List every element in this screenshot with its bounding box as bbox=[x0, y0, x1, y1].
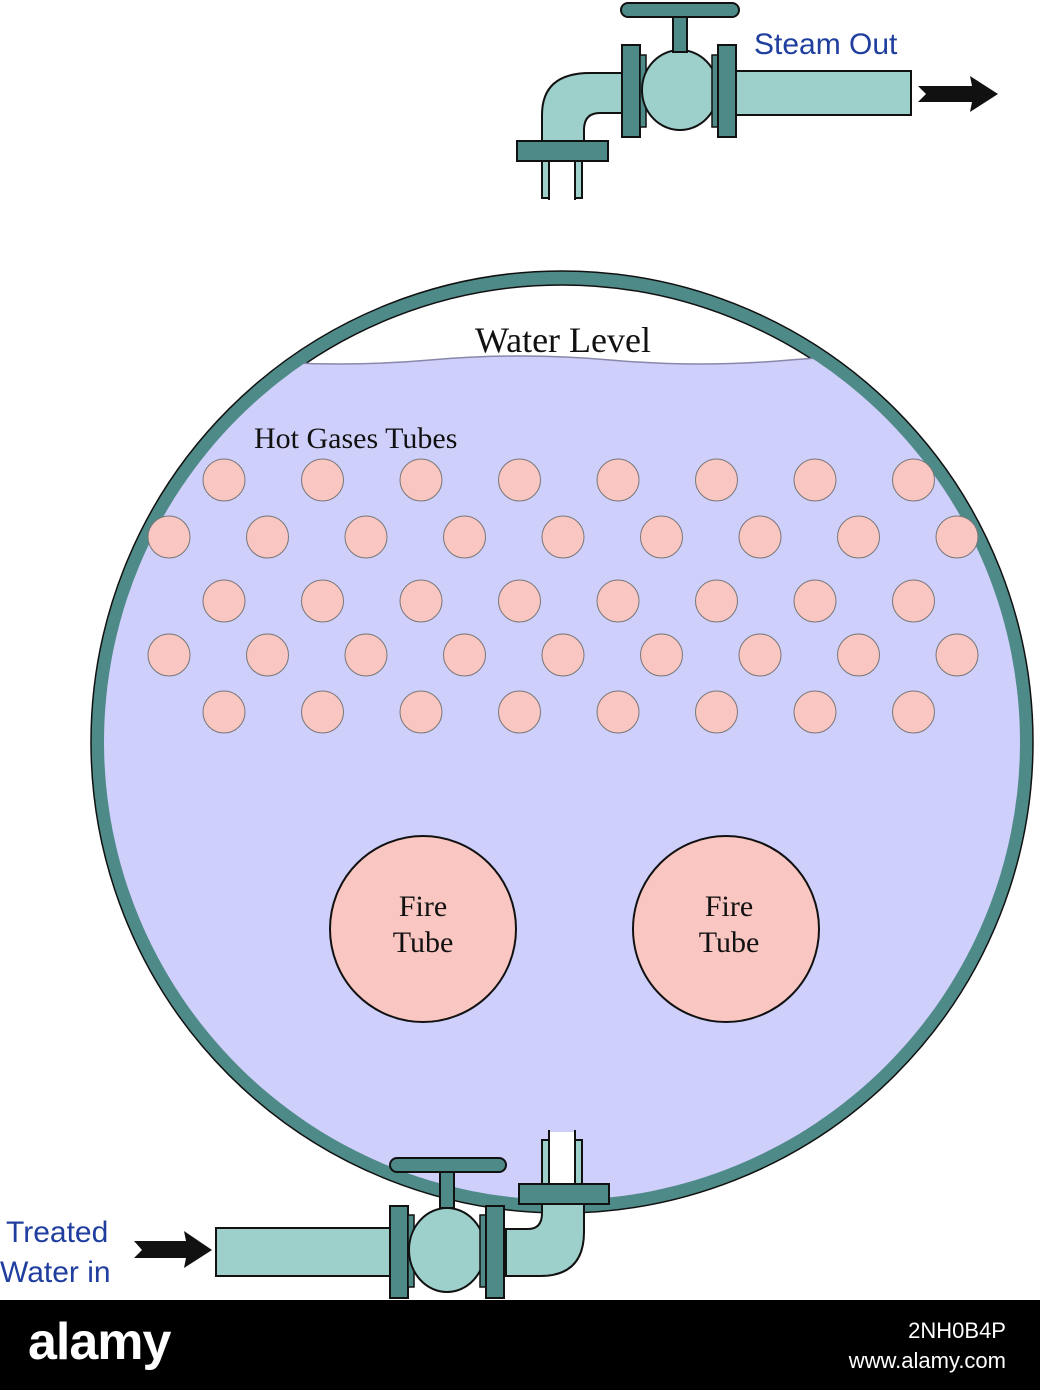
hot-gas-tube bbox=[498, 690, 541, 734]
top-elbow bbox=[541, 72, 623, 142]
hot-gas-tube bbox=[935, 633, 979, 677]
bottom-valve-handle bbox=[389, 1157, 507, 1173]
top-valve-flange-right bbox=[717, 44, 737, 138]
hot-gas-tube bbox=[695, 458, 738, 502]
hot-gas-tube bbox=[399, 458, 443, 502]
hot-gas-tube bbox=[498, 458, 541, 502]
top-valve-flange-left bbox=[621, 44, 641, 138]
treated-water-arrow bbox=[134, 1231, 212, 1268]
bottom-flange bbox=[518, 1183, 610, 1205]
steam-outlet-pipe bbox=[735, 70, 912, 116]
hot-gas-tube bbox=[443, 515, 486, 559]
hot-gas-tube bbox=[498, 579, 541, 623]
fire-tube-left-label-1: Fire bbox=[399, 890, 447, 923]
steam-out-arrow bbox=[918, 76, 998, 112]
hot-gas-tube bbox=[344, 515, 388, 559]
hot-gas-tube bbox=[793, 458, 837, 502]
hot-gas-tube bbox=[892, 579, 935, 623]
footer-image-info: 2NH0B4P www.alamy.com bbox=[849, 1316, 1006, 1376]
hot-gases-tubes-label: Hot Gases Tubes bbox=[254, 422, 457, 455]
water-level-label: Water Level bbox=[475, 320, 651, 360]
hot-gas-tube bbox=[399, 690, 443, 734]
bottom-valve-stem bbox=[439, 1167, 455, 1209]
fire-tube-right: Fire Tube bbox=[632, 835, 820, 1023]
hot-gas-tube bbox=[793, 579, 837, 623]
hot-gas-tube bbox=[246, 633, 289, 677]
fire-tube-left-label-2: Tube bbox=[393, 926, 454, 959]
hot-gas-tube bbox=[301, 690, 344, 734]
hot-gas-tube bbox=[344, 633, 388, 677]
feedwater-inlet-pipe bbox=[215, 1227, 391, 1277]
treated-water-label-1: Treated bbox=[6, 1216, 108, 1249]
steam-out-label: Steam Out bbox=[754, 28, 898, 61]
hot-gas-tube bbox=[301, 458, 344, 502]
hot-gas-tube bbox=[738, 515, 782, 559]
hot-gas-tube bbox=[596, 690, 640, 734]
hot-gas-tube bbox=[399, 579, 443, 623]
hot-gas-tube bbox=[892, 458, 935, 502]
hot-gas-tube bbox=[935, 515, 979, 559]
footer-brand-logo: alamy bbox=[28, 1313, 171, 1371]
hot-gas-tube bbox=[738, 633, 782, 677]
treated-water-label-2: Water in bbox=[0, 1256, 111, 1289]
footer-site: www.alamy.com bbox=[848, 1348, 1006, 1373]
top-valve-handle bbox=[620, 2, 740, 18]
footer-bar: alamy 2NH0B4P www.alamy.com bbox=[0, 1300, 1040, 1390]
hot-gas-tube bbox=[640, 633, 683, 677]
hot-gas-tube bbox=[147, 633, 191, 677]
hot-gas-tube bbox=[202, 579, 246, 623]
hot-gas-tube bbox=[443, 633, 486, 677]
bottom-elbow bbox=[505, 1203, 585, 1277]
hot-gas-tube bbox=[541, 633, 585, 677]
fire-tube-left: Fire Tube bbox=[329, 835, 517, 1023]
hot-gas-tube bbox=[246, 515, 289, 559]
hot-gas-tube bbox=[695, 579, 738, 623]
top-valve-body bbox=[641, 49, 719, 131]
footer-image-id: 2NH0B4P bbox=[908, 1318, 1006, 1343]
fire-tube-right-label-1: Fire bbox=[705, 890, 753, 923]
bottom-valve-flange-left bbox=[389, 1205, 409, 1299]
fire-tube-boiler-diagram: Fire Tube Fire Tube Water Level Hot Gase… bbox=[0, 2, 1034, 1299]
hot-gas-tube bbox=[202, 690, 246, 734]
hot-gas-tube bbox=[892, 690, 935, 734]
fire-tube-right-label-2: Tube bbox=[699, 926, 760, 959]
hot-gas-tube bbox=[541, 515, 585, 559]
hot-gas-tubes bbox=[147, 458, 979, 734]
hot-gas-tube bbox=[202, 458, 246, 502]
hot-gas-tube bbox=[837, 515, 880, 559]
hot-gas-tube bbox=[837, 633, 880, 677]
water-body bbox=[104, 356, 1020, 1200]
hot-gas-tube bbox=[147, 515, 191, 559]
hot-gas-tube bbox=[695, 690, 738, 734]
hot-gas-tube bbox=[596, 458, 640, 502]
steam-outlet-assembly bbox=[516, 2, 998, 205]
hot-gas-tube bbox=[640, 515, 683, 559]
hot-gas-tube bbox=[596, 579, 640, 623]
feedwater-inlet-assembly bbox=[134, 1130, 610, 1299]
hot-gas-tube bbox=[793, 690, 837, 734]
bottom-valve-flange-right bbox=[485, 1205, 505, 1299]
bottom-valve-body bbox=[408, 1207, 486, 1293]
hot-gas-tube bbox=[301, 579, 344, 623]
top-flange bbox=[516, 140, 609, 162]
